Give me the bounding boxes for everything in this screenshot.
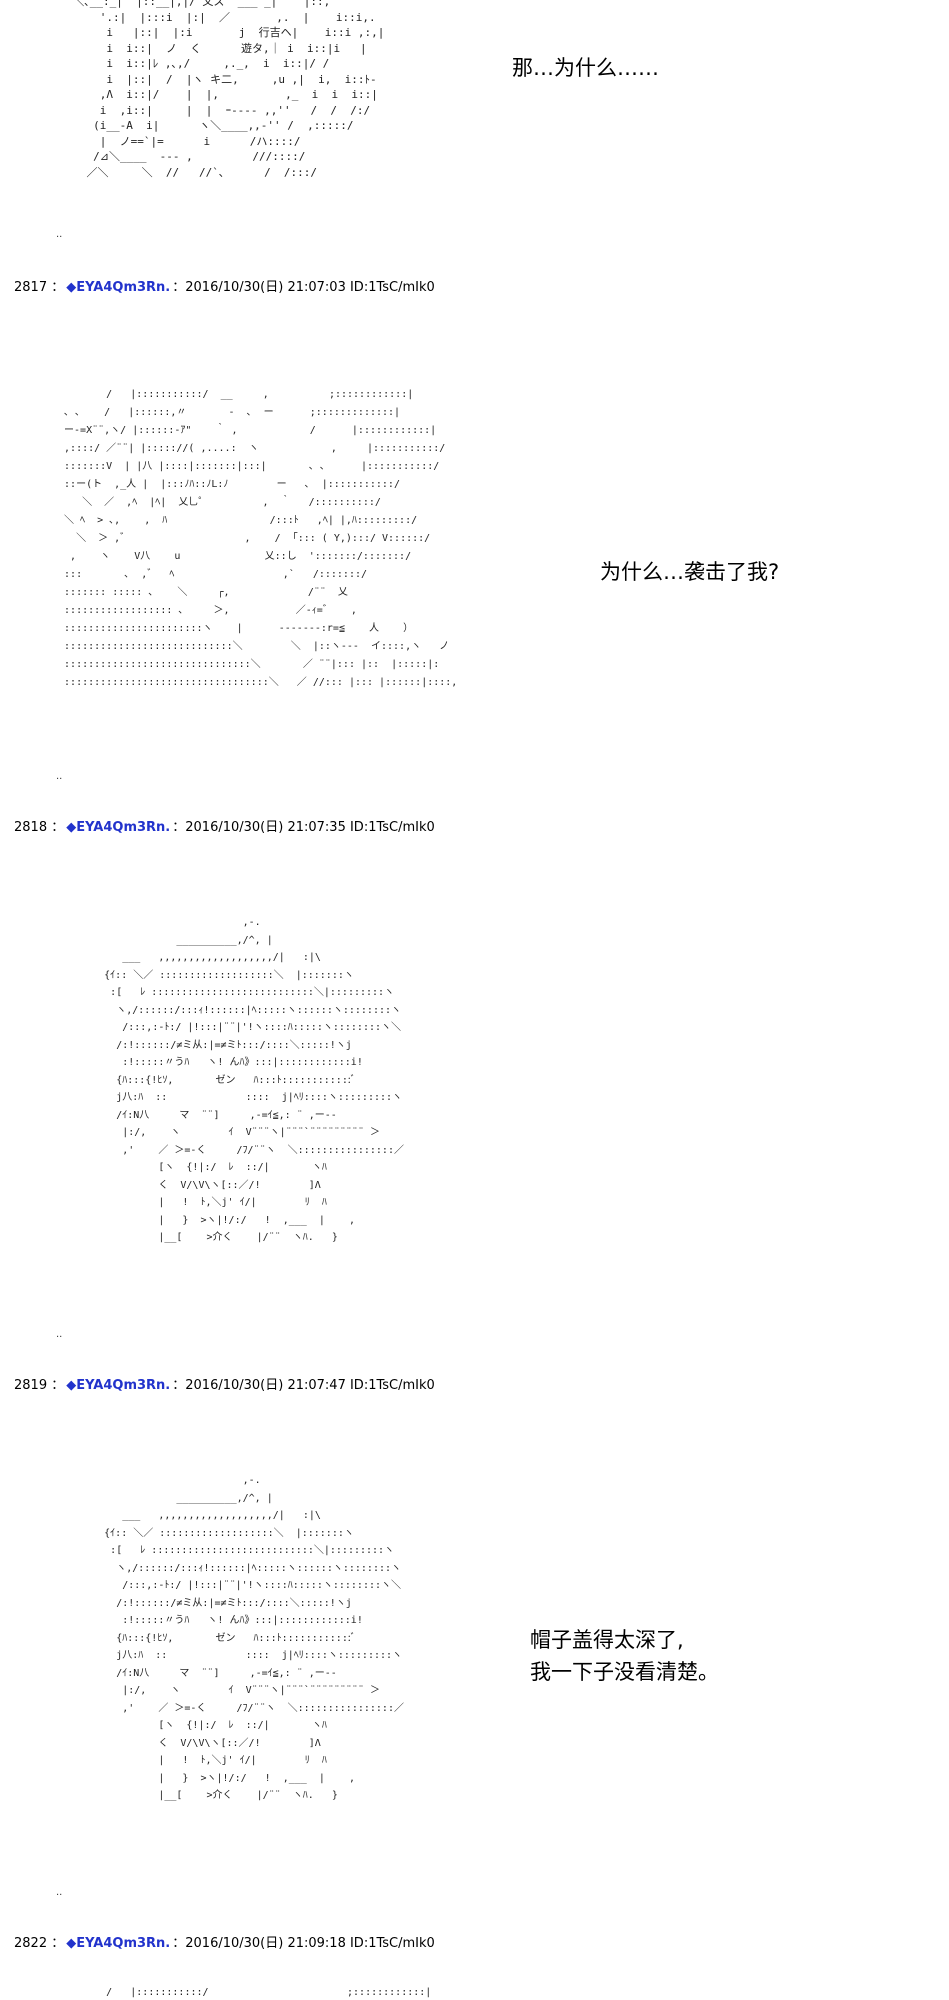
poster-trip[interactable]: ◆EYA4Qm3Rn. (66, 820, 171, 835)
post-header: 2822 ：◆EYA4Qm3Rn.：2016/10/30(日) 21:09:18… (14, 1936, 435, 1952)
poster-trip[interactable]: ◆EYA4Qm3Rn. (66, 1936, 171, 1951)
post-meta: ：2016/10/30(日) 21:07:35 ID:1TsC/mIk0 (172, 820, 435, 835)
poster-trip[interactable]: ◆EYA4Qm3Rn. (66, 280, 171, 295)
post-number[interactable]: 2822 (14, 1936, 48, 1951)
post-header: 2817 ：◆EYA4Qm3Rn.：2016/10/30(日) 21:07:03… (14, 280, 435, 296)
ascii-art-figure: ,-. __________,/^, | ___ ,,,,,,,,,,,,,,,… (104, 1475, 404, 1801)
ascii-art-figure: ＼､__:_| |::__|,|/ 乂ス' ___ _| |::, '.:| |… (73, 0, 385, 179)
post-meta: ：2016/10/30(日) 21:09:18 ID:1TsC/mIk0 (172, 1936, 435, 1951)
post-separator: ： (51, 1378, 65, 1393)
post-number[interactable]: 2818 (14, 820, 48, 835)
post-meta: ：2016/10/30(日) 21:07:47 ID:1TsC/mIk0 (172, 1378, 435, 1393)
dialogue-caption: 帽子盖得太深了, (530, 1628, 684, 1652)
post-header: 2819 ：◆EYA4Qm3Rn.：2016/10/30(日) 21:07:47… (14, 1378, 435, 1394)
post-separator: ： (51, 1936, 65, 1951)
ellipsis-marker: .. (56, 1887, 63, 1898)
ascii-art-figure: / |:::::::::::/ __ , ;::::::::::::| ､ ､ … (64, 389, 458, 688)
ellipsis-marker: .. (56, 771, 63, 782)
post-separator: ： (51, 280, 65, 295)
ascii-art-figure: / |:::::::::::/ ;::::::::::::| (52, 1987, 432, 1998)
post-number[interactable]: 2819 (14, 1378, 48, 1393)
dialogue-caption: 我一下子没看清楚。 (530, 1660, 719, 1684)
ascii-art-figure: ,-. __________,/^, | ___ ,,,,,,,,,,,,,,,… (104, 917, 404, 1243)
ellipsis-marker: .. (56, 1329, 63, 1340)
dialogue-caption: 为什么…袭击了我? (600, 560, 780, 584)
ellipsis-marker: .. (56, 229, 63, 240)
post-header: 2818 ：◆EYA4Qm3Rn.：2016/10/30(日) 21:07:35… (14, 820, 435, 836)
dialogue-caption: 那…为什么…… (512, 56, 659, 80)
post-number[interactable]: 2817 (14, 280, 48, 295)
post-separator: ： (51, 820, 65, 835)
poster-trip[interactable]: ◆EYA4Qm3Rn. (66, 1378, 171, 1393)
post-meta: ：2016/10/30(日) 21:07:03 ID:1TsC/mIk0 (172, 280, 435, 295)
